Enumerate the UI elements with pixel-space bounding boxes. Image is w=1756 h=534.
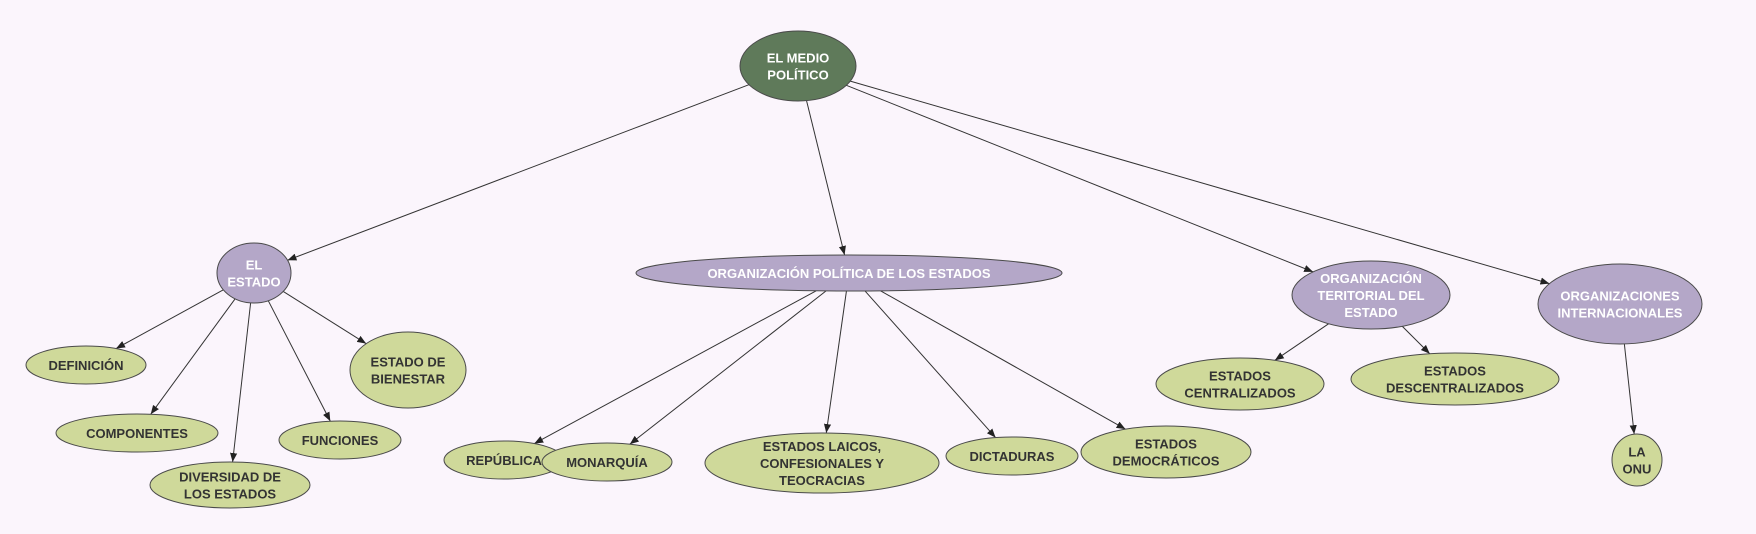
node-label: EL MEDIO: [767, 51, 830, 66]
node-ellipse: [216, 242, 292, 304]
connector-arrow-org-politica-to-democraticos: [880, 290, 1126, 430]
node-label: DICTADURAS: [970, 449, 1055, 464]
node-label: EL: [246, 258, 263, 273]
node-label: ORGANIZACIÓN POLÍTICA DE LOS ESTADOS: [707, 266, 990, 281]
node-ellipse: [1611, 433, 1663, 487]
node-label: INTERNACIONALES: [1558, 306, 1683, 321]
node-label: ORGANIZACIÓN: [1320, 271, 1422, 286]
node-label: BIENESTAR: [371, 372, 446, 387]
connector-arrow-org-territorial-to-descentralizados: [1401, 325, 1431, 355]
node-label: POLÍTICO: [767, 68, 828, 83]
node-label: ESTADOS LAICOS,: [763, 439, 881, 454]
node-label: LA: [1628, 445, 1646, 460]
node-ellipse: [1080, 425, 1252, 479]
node-label: DEMOCRÁTICOS: [1113, 454, 1220, 469]
node-ellipse: [704, 432, 940, 494]
node-diversidad[interactable]: DIVERSIDAD DE LOS ESTADOS: [149, 461, 311, 509]
connector-arrow-org-politica-to-monarquia: [629, 290, 827, 445]
node-ellipse: [149, 461, 311, 509]
node-bienestar[interactable]: ESTADO DE BIENESTAR: [349, 331, 467, 409]
connector-arrow-el-estado-to-diversidad: [230, 302, 252, 463]
node-org-territorial[interactable]: ORGANIZACIÓN TERITORIAL DEL ESTADO: [1291, 260, 1451, 330]
node-label: DIVERSIDAD DE: [179, 470, 281, 485]
node-centralizados[interactable]: ESTADOS CENTRALIZADOS: [1155, 357, 1325, 411]
node-ellipse: [1291, 260, 1451, 330]
connector-arrow-root-to-org-internacionales: [850, 80, 1550, 285]
node-ellipse: [739, 30, 857, 102]
node-descentralizados[interactable]: ESTADOS DESCENTRALIZADOS: [1350, 352, 1560, 406]
node-label: ORGANIZACIONES: [1560, 289, 1680, 304]
node-label: COMPONENTES: [86, 426, 188, 441]
node-ellipse: [55, 413, 219, 453]
connector-arrow-el-estado-to-componentes: [150, 298, 236, 415]
connector-arrow-org-internacionales-to-onu: [1623, 343, 1637, 435]
node-ellipse: [945, 436, 1079, 476]
node-root[interactable]: EL MEDIO POLÍTICO: [739, 30, 857, 102]
node-label: ONU: [1623, 462, 1652, 477]
connector-arrow-root-to-el-estado: [287, 84, 750, 261]
node-label: DEFINICIÓN: [48, 358, 123, 373]
connector-arrow-root-to-org-territorial: [846, 84, 1314, 273]
node-label: MONARQUÍA: [566, 455, 648, 470]
node-democraticos[interactable]: ESTADOS DEMOCRÁTICOS: [1080, 425, 1252, 479]
node-ellipse: [278, 420, 402, 460]
node-ellipse: [349, 331, 467, 409]
node-label: ESTADOS: [1135, 437, 1197, 452]
node-onu[interactable]: LA ONU: [1611, 433, 1663, 487]
node-ellipse: [635, 254, 1063, 292]
connector-arrow-root-to-org-politica: [806, 100, 846, 256]
node-ellipse: [1537, 263, 1703, 345]
node-label: ESTADOS: [1424, 364, 1486, 379]
connector-arrow-el-estado-to-definicion: [115, 289, 224, 349]
node-label: TEOCRACIAS: [779, 473, 865, 488]
connector-arrow-el-estado-to-bienestar: [282, 290, 367, 345]
connector-arrow-org-politica-to-laicos: [823, 290, 847, 434]
node-ellipse: [1155, 357, 1325, 411]
node-componentes[interactable]: COMPONENTES: [55, 413, 219, 453]
node-label: REPÚBLICA: [466, 453, 542, 468]
node-label: ESTADOS: [1209, 369, 1271, 384]
node-label: ESTADO: [227, 275, 280, 290]
node-label: ESTADO: [1344, 305, 1397, 320]
connector-arrow-org-politica-to-dictaduras: [864, 290, 996, 438]
node-funciones[interactable]: FUNCIONES: [278, 420, 402, 460]
connector-arrow-org-territorial-to-centralizados: [1274, 323, 1330, 361]
node-label: CONFESIONALES Y: [760, 456, 884, 471]
connector-arrow-org-politica-to-republica: [534, 290, 817, 445]
node-definicion[interactable]: DEFINICIÓN: [25, 345, 147, 385]
node-laicos[interactable]: ESTADOS LAICOS, CONFESIONALES Y TEOCRACIAS: [704, 432, 940, 494]
connector-arrow-el-estado-to-funciones: [267, 300, 331, 422]
node-ellipse: [25, 345, 147, 385]
node-ellipse: [1350, 352, 1560, 406]
node-org-internacionales[interactable]: ORGANIZACIONES INTERNACIONALES: [1537, 263, 1703, 345]
node-label: FUNCIONES: [302, 433, 379, 448]
node-label: DESCENTRALIZADOS: [1386, 381, 1524, 396]
node-label: ESTADO DE: [371, 355, 446, 370]
node-org-politica[interactable]: ORGANIZACIÓN POLÍTICA DE LOS ESTADOS: [635, 254, 1063, 292]
node-label: TERITORIAL DEL: [1317, 288, 1424, 303]
node-label: LOS ESTADOS: [184, 487, 277, 502]
node-el-estado[interactable]: EL ESTADO: [216, 242, 292, 304]
node-monarquia[interactable]: MONARQUÍA: [541, 442, 673, 482]
node-dictaduras[interactable]: DICTADURAS: [945, 436, 1079, 476]
node-ellipse: [541, 442, 673, 482]
node-label: CENTRALIZADOS: [1184, 386, 1296, 401]
